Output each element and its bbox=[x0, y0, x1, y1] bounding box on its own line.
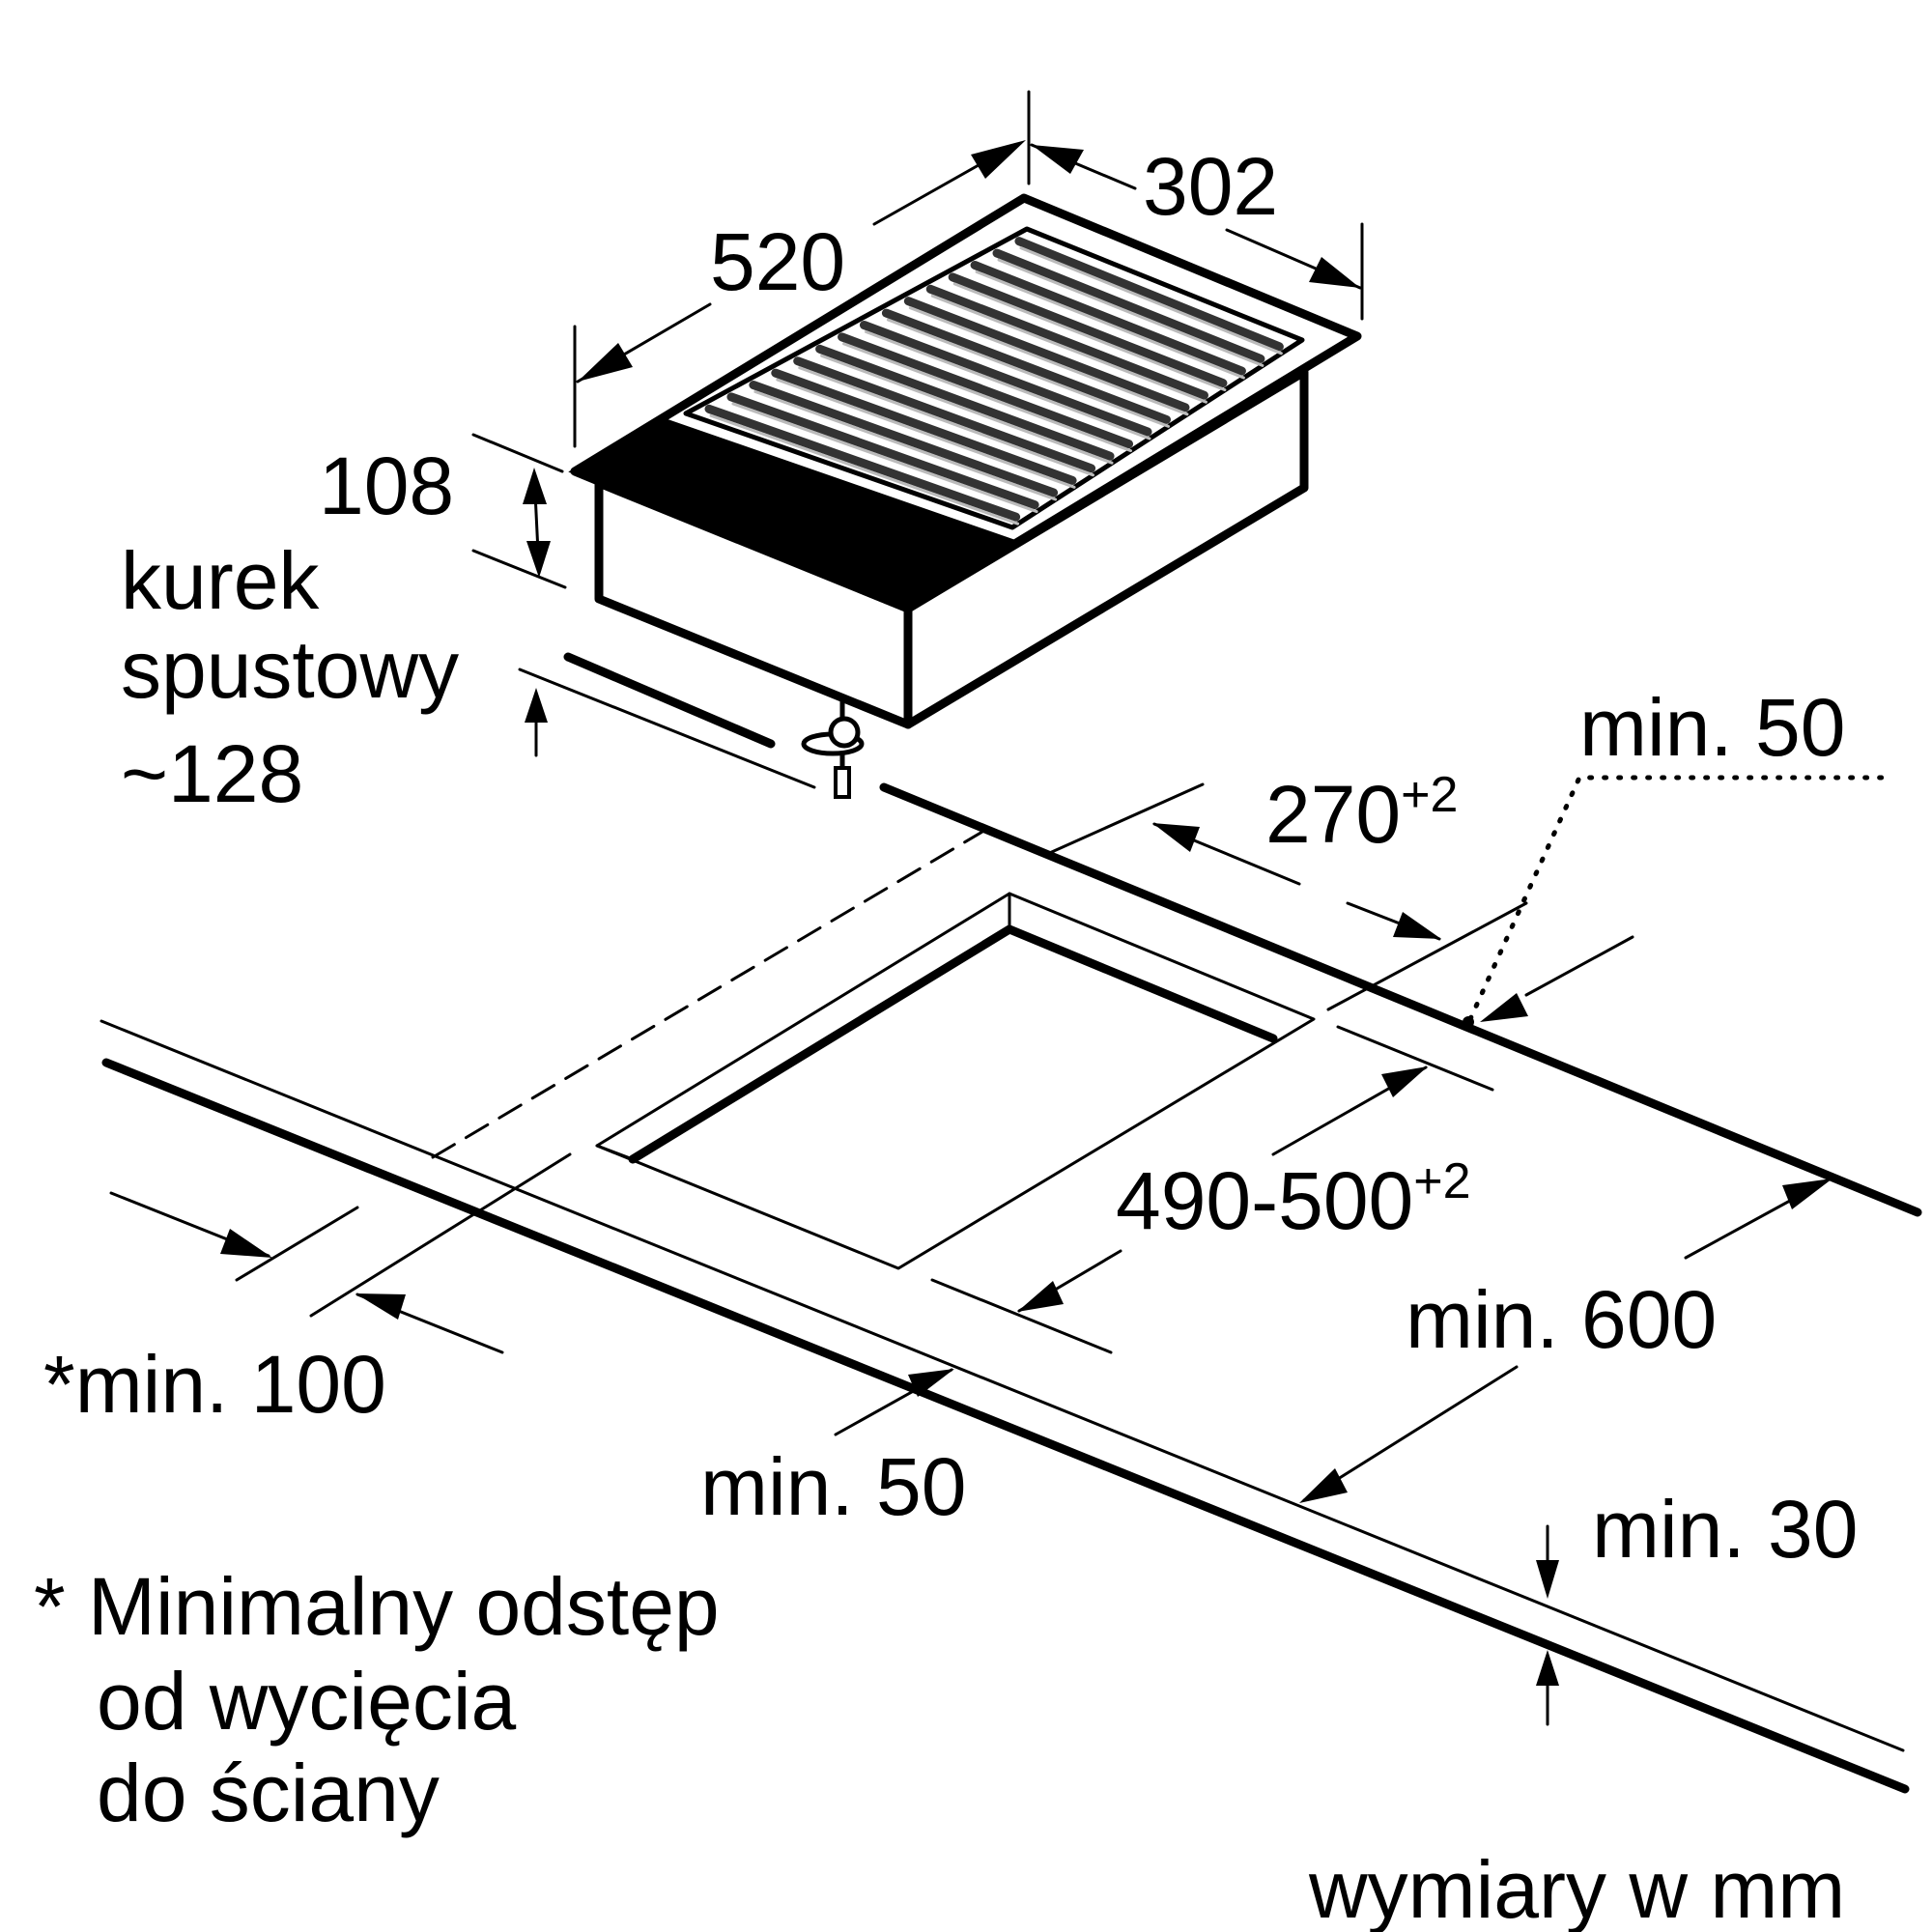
label-depth-520: 520 bbox=[710, 216, 845, 307]
cutout bbox=[595, 892, 1316, 1270]
label-min-50-top: min. 50 bbox=[1579, 682, 1845, 773]
label-units: wymiary w mm bbox=[1308, 1844, 1845, 1932]
grill-bar bbox=[948, 272, 1228, 388]
label-cutout-width: 490-500+2 bbox=[1116, 1153, 1471, 1246]
grill-bar-highlight bbox=[886, 318, 1170, 428]
note-line2: od wycięcia bbox=[97, 1656, 516, 1747]
label-drain-tap-line2: spustowy bbox=[121, 624, 459, 715]
countertop-front-edge bbox=[101, 1058, 1910, 1794]
grill-bar bbox=[881, 308, 1171, 424]
grill-bar bbox=[704, 404, 1021, 522]
cutout-dimensions bbox=[109, 775, 1896, 1726]
grill-bar-highlight bbox=[709, 413, 1020, 526]
grill-bar bbox=[925, 284, 1208, 400]
grill-bar bbox=[771, 368, 1077, 485]
grill-bar-highlight bbox=[908, 306, 1189, 416]
grill-bar-highlight bbox=[975, 270, 1245, 380]
grill-bar bbox=[838, 332, 1134, 449]
grill-bar-highlight bbox=[997, 258, 1264, 367]
grill-bar-highlight bbox=[731, 402, 1038, 514]
note-line3: do ściany bbox=[97, 1747, 440, 1838]
grill-bar bbox=[860, 321, 1152, 437]
control-panel bbox=[568, 416, 1016, 612]
grill-bar bbox=[793, 356, 1096, 473]
grill-bar bbox=[903, 297, 1190, 412]
hidden-edge bbox=[431, 827, 989, 1159]
drain-tap-icon bbox=[801, 697, 865, 799]
label-height-108: 108 bbox=[319, 440, 454, 531]
grill-bar-highlight bbox=[930, 294, 1208, 404]
label-min-30: min. 30 bbox=[1592, 1484, 1858, 1575]
label-drain-tap-dim: ~128 bbox=[121, 728, 303, 819]
grill-bar bbox=[992, 248, 1265, 363]
grill-bar bbox=[815, 344, 1115, 461]
grill-bar-highlight bbox=[798, 366, 1095, 477]
grill-bars bbox=[704, 237, 1284, 526]
grill-bar-highlight bbox=[1019, 246, 1283, 355]
cutout-depth-value: 270 bbox=[1265, 769, 1401, 860]
grill-bar-highlight bbox=[952, 282, 1227, 392]
label-cutout-depth: 270+2 bbox=[1265, 767, 1458, 860]
grill-bar bbox=[1014, 237, 1284, 352]
grill-frame bbox=[683, 226, 1305, 530]
label-min-50-bottom: min. 50 bbox=[700, 1441, 966, 1532]
grill-bar bbox=[970, 260, 1246, 376]
grill-bar-highlight bbox=[820, 354, 1114, 465]
grill-bar-highlight bbox=[776, 378, 1076, 489]
cutout-width-value: 490-500 bbox=[1116, 1155, 1413, 1246]
label-drain-tap-line1: kurek bbox=[121, 535, 320, 626]
wall-edge bbox=[563, 652, 776, 749]
appliance-drawing bbox=[568, 193, 1362, 799]
grill-bar-highlight bbox=[753, 390, 1058, 501]
grill-bar-highlight bbox=[865, 330, 1151, 440]
label-min-100: *min. 100 bbox=[43, 1339, 386, 1430]
label-width-302: 302 bbox=[1143, 141, 1278, 232]
note-line1: * Minimalny odstęp bbox=[34, 1561, 720, 1652]
countertop-drawing bbox=[99, 652, 1922, 1794]
cutout-width-tolerance: +2 bbox=[1413, 1153, 1470, 1209]
grill-bar-highlight bbox=[842, 342, 1133, 453]
cutout-depth-tolerance: +2 bbox=[1401, 767, 1458, 823]
grill-bar bbox=[749, 381, 1059, 497]
appliance-dimensions bbox=[471, 90, 1364, 789]
label-min-600: min. 600 bbox=[1406, 1274, 1717, 1365]
grill-bar bbox=[726, 392, 1039, 510]
